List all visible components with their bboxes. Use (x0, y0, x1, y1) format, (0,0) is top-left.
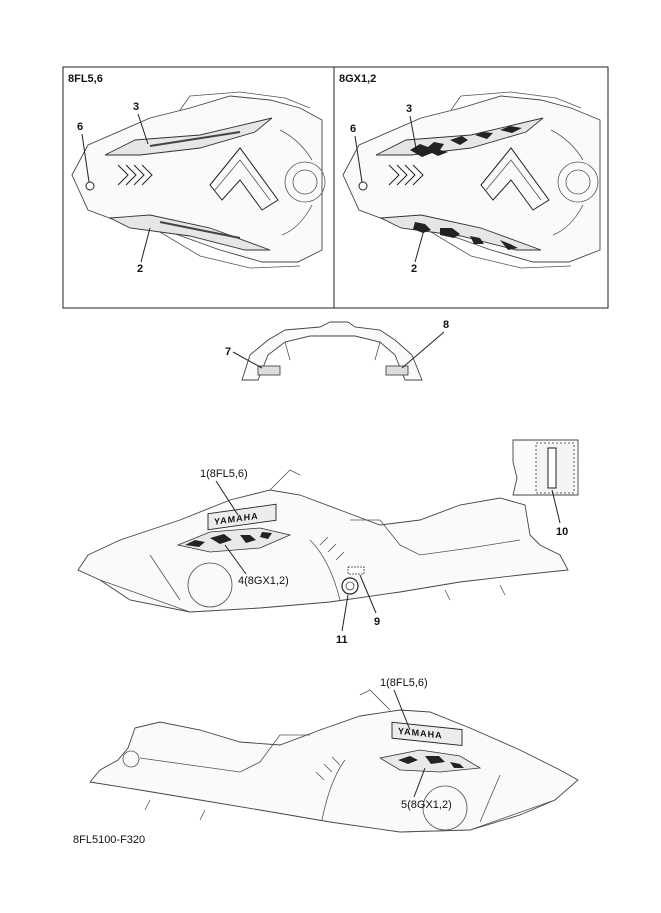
stripe-decal-upper (104, 117, 273, 156)
callout-9: 9 (374, 616, 380, 628)
warning-label-8 (385, 365, 409, 376)
left-callout-3: 3 (133, 101, 139, 113)
figure-code: 8FL5100-F320 (73, 834, 145, 846)
inset-label-10 (512, 439, 579, 496)
right-callout-3: 3 (406, 103, 412, 115)
fuel-cap-11 (341, 577, 359, 595)
right-callout-2: 2 (411, 263, 417, 275)
stern-view (241, 321, 423, 381)
side1-callout-4: 4(8GX1,2) (238, 575, 289, 587)
left-panel-title: 8FL5,6 (68, 73, 103, 85)
label-9 (347, 566, 365, 575)
side2-callout-5: 5(8GX1,2) (401, 799, 452, 811)
left-deck-view (71, 91, 326, 269)
right-deck-view (342, 91, 601, 269)
left-callout-2: 2 (137, 263, 143, 275)
side2-callout-1: 1(8FL5,6) (380, 677, 428, 689)
label-10 (547, 447, 557, 489)
right-callout-6: 6 (350, 123, 356, 135)
callout-8: 8 (443, 319, 449, 331)
warning-label-7 (257, 365, 281, 376)
callout-10: 10 (556, 526, 568, 538)
top-panels-frame (62, 66, 609, 309)
side1-callout-1: 1(8FL5,6) (200, 468, 248, 480)
side-view-right: YAMAHA (89, 689, 579, 833)
right-panel-title: 8GX1,2 (339, 73, 376, 85)
yamaha-logo-text-2: YAMAHA (398, 726, 443, 741)
side-view-left: YAMAHA (77, 469, 569, 613)
stripe-decal-lower (108, 214, 271, 251)
yamaha-logo-decal-1 (207, 503, 277, 531)
callout-7: 7 (225, 346, 231, 358)
callout-11: 11 (336, 634, 348, 646)
left-callout-6: 6 (77, 121, 83, 133)
